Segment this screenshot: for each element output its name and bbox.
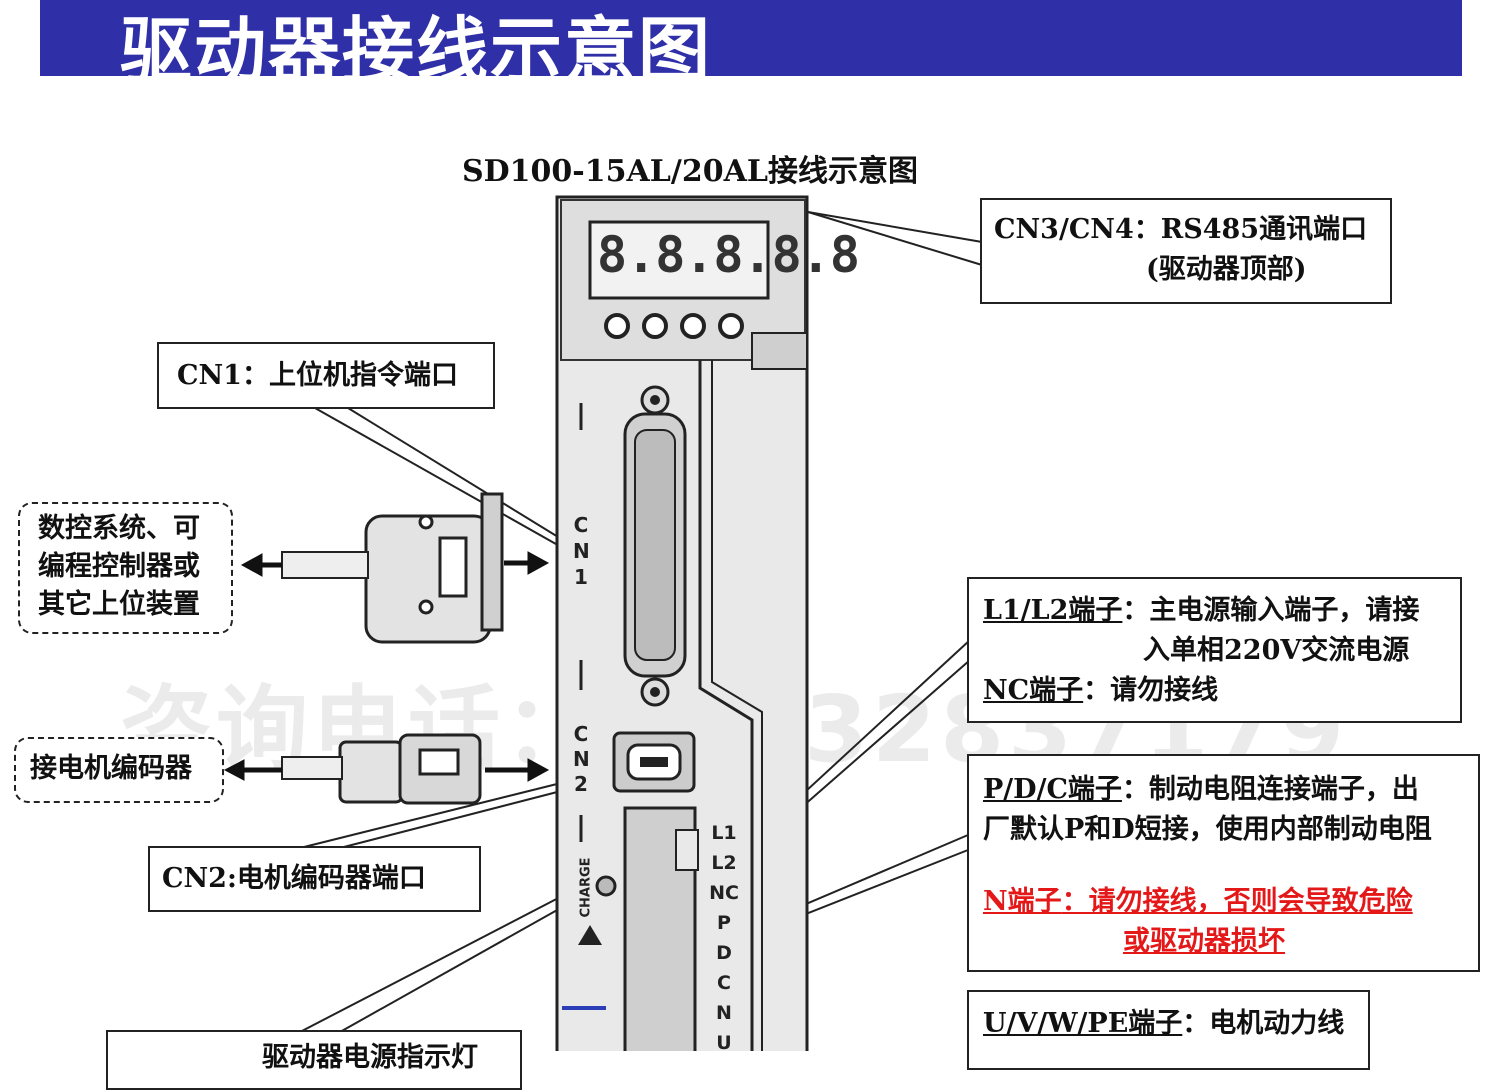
callout-pdc: P/D/C端子：制动电阻连接端子，出 厂默认P和D短接，使用内部制动电阻 N端子…: [967, 754, 1480, 972]
cn2-text: CN2:电机编码器端口: [162, 863, 426, 894]
leader-cn1b: [314, 407, 564, 549]
host-line2: 编程控制器或: [38, 551, 200, 582]
leader-cn2b: [339, 789, 566, 849]
db-plug-flange: [480, 492, 504, 632]
leader-charge: [299, 892, 569, 1033]
callout-cn1: CN1：上位机指令端口: [157, 342, 495, 409]
cn1-text: CN1：上位机指令端口: [177, 360, 458, 391]
wiring-diagram: [223, 195, 983, 1051]
l1-l2-desc2: 入单相220V交流电源: [1143, 635, 1410, 666]
n-term: N端子: [983, 886, 1062, 917]
cn3-cn4-line2: (驱动器顶部): [1146, 254, 1307, 285]
panel-edge: [698, 360, 754, 1051]
charge-lamp: [595, 875, 617, 897]
cn1-port-label: C N 1: [573, 513, 590, 589]
pdc-desc2: 厂默认P和D短接，使用内部制动电阻: [983, 814, 1432, 845]
callout-encoder-connector: 接电机编码器: [14, 737, 224, 803]
button-2: [642, 313, 668, 339]
leader-cn3b: [807, 211, 983, 266]
uvw-desc1: ：电机动力线: [1182, 1008, 1345, 1039]
db-plug: [281, 492, 504, 644]
arrow-to-host: [240, 553, 263, 577]
encoder-conn-text: 接电机编码器: [30, 753, 192, 784]
uvw-term: U/V/W/PE端子: [983, 1008, 1183, 1039]
terminal-notch: [675, 829, 699, 871]
charge-callout-text: 驱动器电源指示灯: [262, 1042, 478, 1073]
callout-cn3-cn4: CN3/CN4：RS485通讯端口 (驱动器顶部): [980, 198, 1392, 304]
button-3: [680, 313, 706, 339]
cn2-port-label: C N 2: [573, 722, 590, 796]
cn3-cn4-line1: CN3/CN4：RS485通讯端口: [994, 214, 1368, 245]
l1-l2-desc1: ：主电源输入端子，请接: [1122, 595, 1420, 626]
button-4: [718, 313, 744, 339]
cn1-pins: [634, 429, 676, 661]
terminal-label: NC: [709, 882, 739, 904]
banner-title: 驱动器接线示意图: [120, 9, 713, 93]
side-tab: [751, 332, 808, 370]
arrow-to-encoder: [223, 759, 245, 781]
pdc-term: P/D/C端子: [983, 774, 1122, 805]
db-cable: [281, 551, 369, 579]
display-window: [588, 220, 770, 300]
leader-cn2: [299, 781, 566, 849]
host-line1: 数控系统、可: [38, 513, 200, 544]
encoder-plug: [281, 733, 482, 805]
terminal-label: L1: [711, 822, 737, 844]
callout-uvw: U/V/W/PE端子：电机动力线: [967, 990, 1370, 1070]
terminal-labels: L1 L2 NC P D C N U: [706, 818, 742, 1058]
encoder-cable: [281, 756, 343, 780]
diagram-title: SD100-15AL/20AL接线示意图: [462, 154, 918, 189]
charge-text: CHARGE: [578, 857, 594, 918]
leader-cn3: [807, 211, 983, 243]
display-digits: 8.8.8.8.8: [597, 226, 860, 284]
arrow-to-cn2: [527, 758, 550, 782]
terminal-label: L2: [711, 852, 737, 874]
n-desc1: ：请勿接线，否则会导致危险: [1061, 886, 1413, 917]
n-desc2: 或驱动器损坏: [1123, 926, 1285, 957]
terminal-label: N: [716, 1002, 732, 1024]
terminal-label: D: [716, 942, 732, 964]
terminal-label: C: [717, 972, 731, 994]
nc-desc: ：请勿接线: [1083, 675, 1219, 706]
callout-host-device: 数控系统、可 编程控制器或 其它上位装置: [18, 502, 233, 634]
pdc-desc1: ：制动电阻连接端子，出: [1121, 774, 1419, 805]
callout-cn2: CN2:电机编码器端口: [148, 846, 481, 912]
leader-chargeb: [339, 899, 576, 1033]
arrow-to-cn1: [527, 551, 550, 575]
button-1: [604, 313, 630, 339]
panel-edge-2: [711, 360, 763, 1051]
callout-l1-l2: L1/L2端子：主电源输入端子，请接 入单相220V交流电源 NC端子：请勿接线: [967, 577, 1462, 723]
encoder-plug-body: [338, 740, 404, 804]
title-banner: 驱动器接线示意图: [40, 0, 1462, 93]
db-plug-hood: [364, 514, 492, 644]
terminal-label: U: [716, 1032, 732, 1054]
terminal-label: P: [717, 912, 731, 934]
l1-l2-term: L1/L2端子: [983, 595, 1123, 626]
callout-charge: 驱动器电源指示灯: [106, 1030, 522, 1090]
nc-term: NC端子: [983, 675, 1084, 706]
servo-drive: [555, 195, 809, 1051]
leader-cn1: [347, 407, 564, 541]
warning-triangle-icon: [578, 925, 602, 945]
host-line3: 其它上位装置: [38, 589, 200, 620]
